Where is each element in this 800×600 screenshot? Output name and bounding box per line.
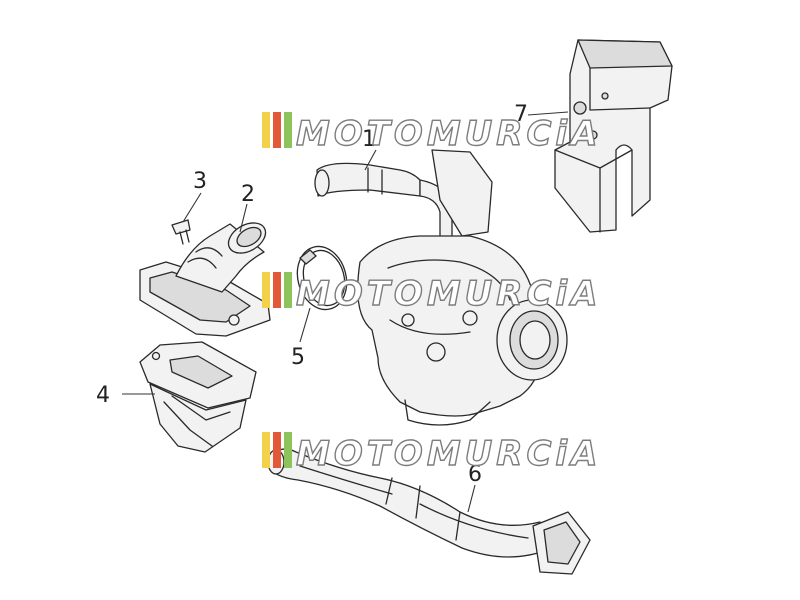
part-3-screw (171, 219, 191, 245)
part-1-carburetor (314, 149, 568, 426)
part-2-intake-manifold (139, 222, 271, 337)
callout-2: 2 (241, 182, 255, 207)
part-5-clamp (296, 245, 348, 311)
watermark-bottom-text: MOTOMURCiA (296, 434, 601, 474)
callout-3: 3 (193, 169, 207, 194)
part-4-reed-valve (139, 341, 257, 453)
callout-1: 1 (362, 127, 376, 152)
callout-7: 7 (514, 102, 528, 127)
watermark-bottom: MOTOMURCiA (262, 432, 601, 475)
watermark-top-text: MOTOMURCiA (296, 114, 601, 154)
leader-lines (122, 111, 569, 513)
part-7-cover-block (554, 39, 673, 233)
callout-5: 5 (291, 345, 305, 370)
watermark-middle: MOTOMURCiA (262, 272, 601, 315)
watermark-top: MOTOMURCiA (262, 112, 601, 155)
callout-6: 6 (468, 462, 482, 487)
watermark-middle-text: MOTOMURCiA (296, 274, 601, 314)
callout-4: 4 (96, 383, 110, 408)
